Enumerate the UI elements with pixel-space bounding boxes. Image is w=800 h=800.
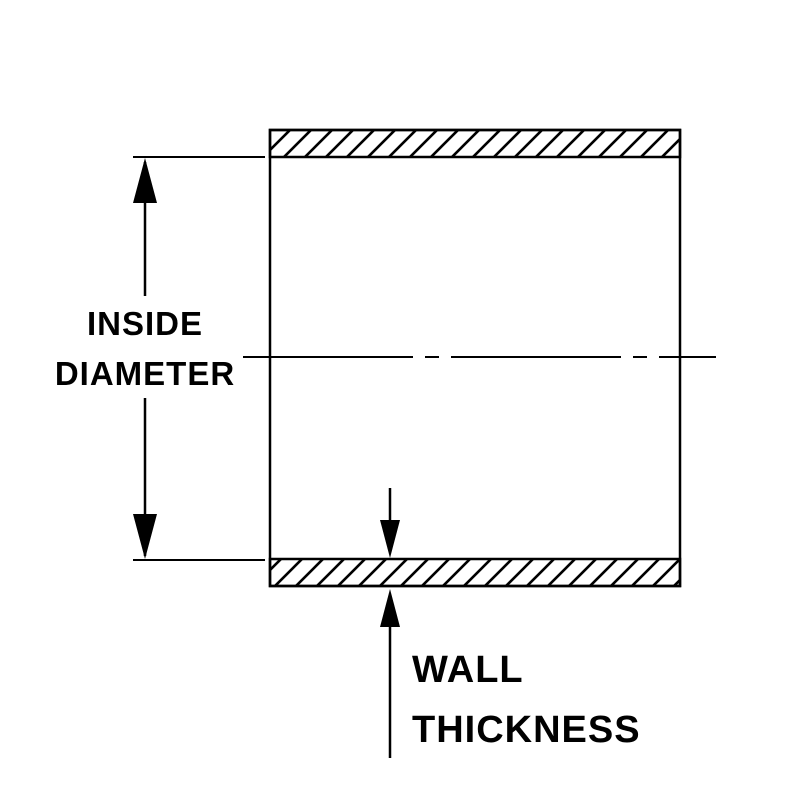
- wall-thickness-arrow-up-icon: [380, 589, 400, 627]
- wall-thickness-arrow-down-icon: [380, 520, 400, 558]
- wall-thickness-label-line1: WALL: [412, 649, 524, 691]
- inside-diameter-label-line1: INSIDE: [87, 305, 203, 342]
- bottom-wall-hatch: [268, 557, 682, 588]
- inside-diameter-arrow-up-icon: [133, 158, 157, 203]
- inside-diameter-arrow-down-icon: [133, 514, 157, 559]
- inside-diameter-label-line2: DIAMETER: [55, 355, 235, 392]
- wall-thickness-label-line2: THICKNESS: [412, 709, 641, 751]
- inside-diameter-label-mask: [52, 296, 238, 398]
- top-wall-hatch: [268, 128, 682, 159]
